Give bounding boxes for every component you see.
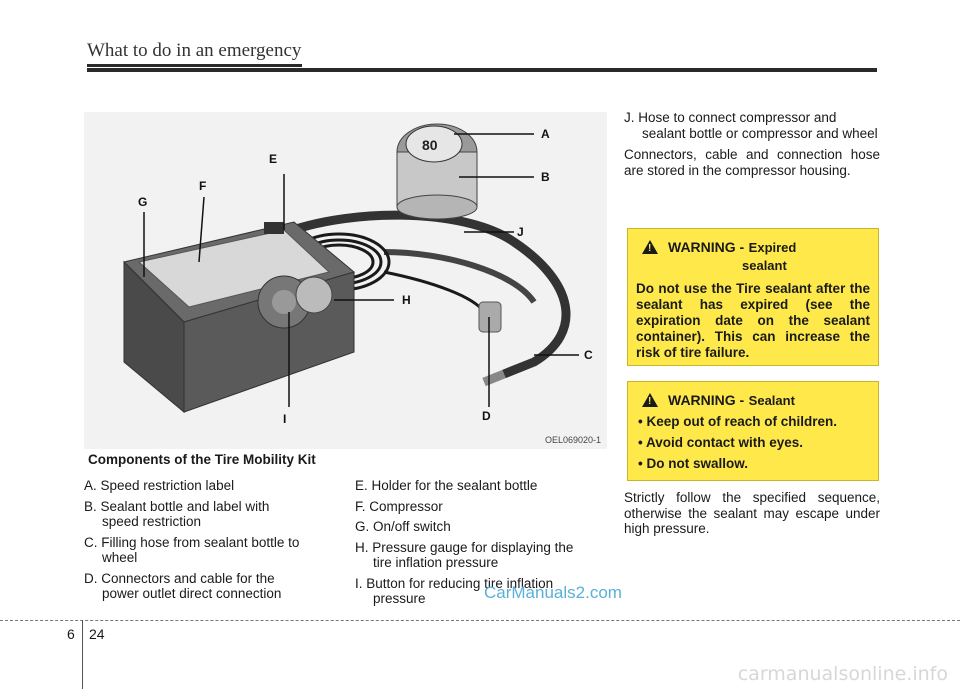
label-g: G <box>138 195 148 209</box>
warning-sealant: ! WARNING - Sealant Keep out of reach of… <box>627 381 879 481</box>
warning-list: Keep out of reach of children. Avoid con… <box>628 414 878 471</box>
list-item: F. Compressor <box>355 498 443 514</box>
page-header-title: What to do in an emergency <box>87 40 302 61</box>
label-d: D <box>482 409 491 423</box>
warning-subject: Expired <box>748 240 797 255</box>
label-b: B <box>541 170 550 184</box>
warning-triangle-icon: ! <box>642 393 658 407</box>
section-number: 6 <box>67 626 75 642</box>
closing-note: Strictly follow the specified sequence, … <box>624 490 880 536</box>
site-watermark: carmanualsonline.info <box>737 663 948 685</box>
warning-expired-sealant: ! WARNING - Expired sealant Do not use t… <box>627 228 879 366</box>
figure-code: OEL069020-1 <box>544 435 601 445</box>
components-list-right: E. Holder for the sealant bottle F. Comp… <box>355 478 605 612</box>
page-number: 24 <box>89 626 105 642</box>
label-h: H <box>402 293 411 307</box>
list-item: G. On/off switch <box>355 519 451 534</box>
warning-subject: Sealant <box>748 393 795 408</box>
warning-title: WARNING - <box>668 392 745 408</box>
warning-title: WARNING - <box>668 239 745 255</box>
label-e: E <box>269 152 278 166</box>
watermark-link[interactable]: CarManuals2.com <box>484 583 622 602</box>
tire-mobility-kit-figure: 80 A B C D E F G H I J OEL069020-1 <box>84 112 607 449</box>
components-list-left: A. Speed restriction label B. Sealant bo… <box>84 478 334 607</box>
list-item: Do not swallow. <box>638 456 878 471</box>
list-item: A. Speed restriction label <box>84 478 235 493</box>
footer-rule <box>0 620 960 621</box>
label-i: I <box>283 412 287 426</box>
storage-note: Connectors, cable and connection hose ar… <box>624 147 880 178</box>
header-rule <box>87 68 877 72</box>
header-accent-rule <box>87 64 302 67</box>
warning-body: Do not use the Tire sealant after the se… <box>636 281 870 360</box>
list-item: Keep out of reach of children. <box>638 414 878 429</box>
bottle-speed-label: 80 <box>422 137 438 153</box>
label-f: F <box>199 179 207 193</box>
warning-subject-cont: sealant <box>742 258 787 273</box>
item-j-cont: sealant bottle or compressor and wheel <box>642 125 878 141</box>
figure-caption: Components of the Tire Mobility Kit <box>88 452 316 467</box>
label-c: C <box>584 348 593 362</box>
list-item: Avoid contact with eyes. <box>638 435 878 450</box>
label-a: A <box>541 127 550 141</box>
warning-triangle-icon: ! <box>642 240 658 254</box>
list-item: E. Holder for the sealant bottle <box>355 478 538 493</box>
label-j: J <box>517 225 524 239</box>
kit-illustration: 80 <box>123 123 579 414</box>
footer-divider <box>82 620 83 689</box>
item-j-lead: J. Hose to connect compressor and <box>624 110 837 125</box>
